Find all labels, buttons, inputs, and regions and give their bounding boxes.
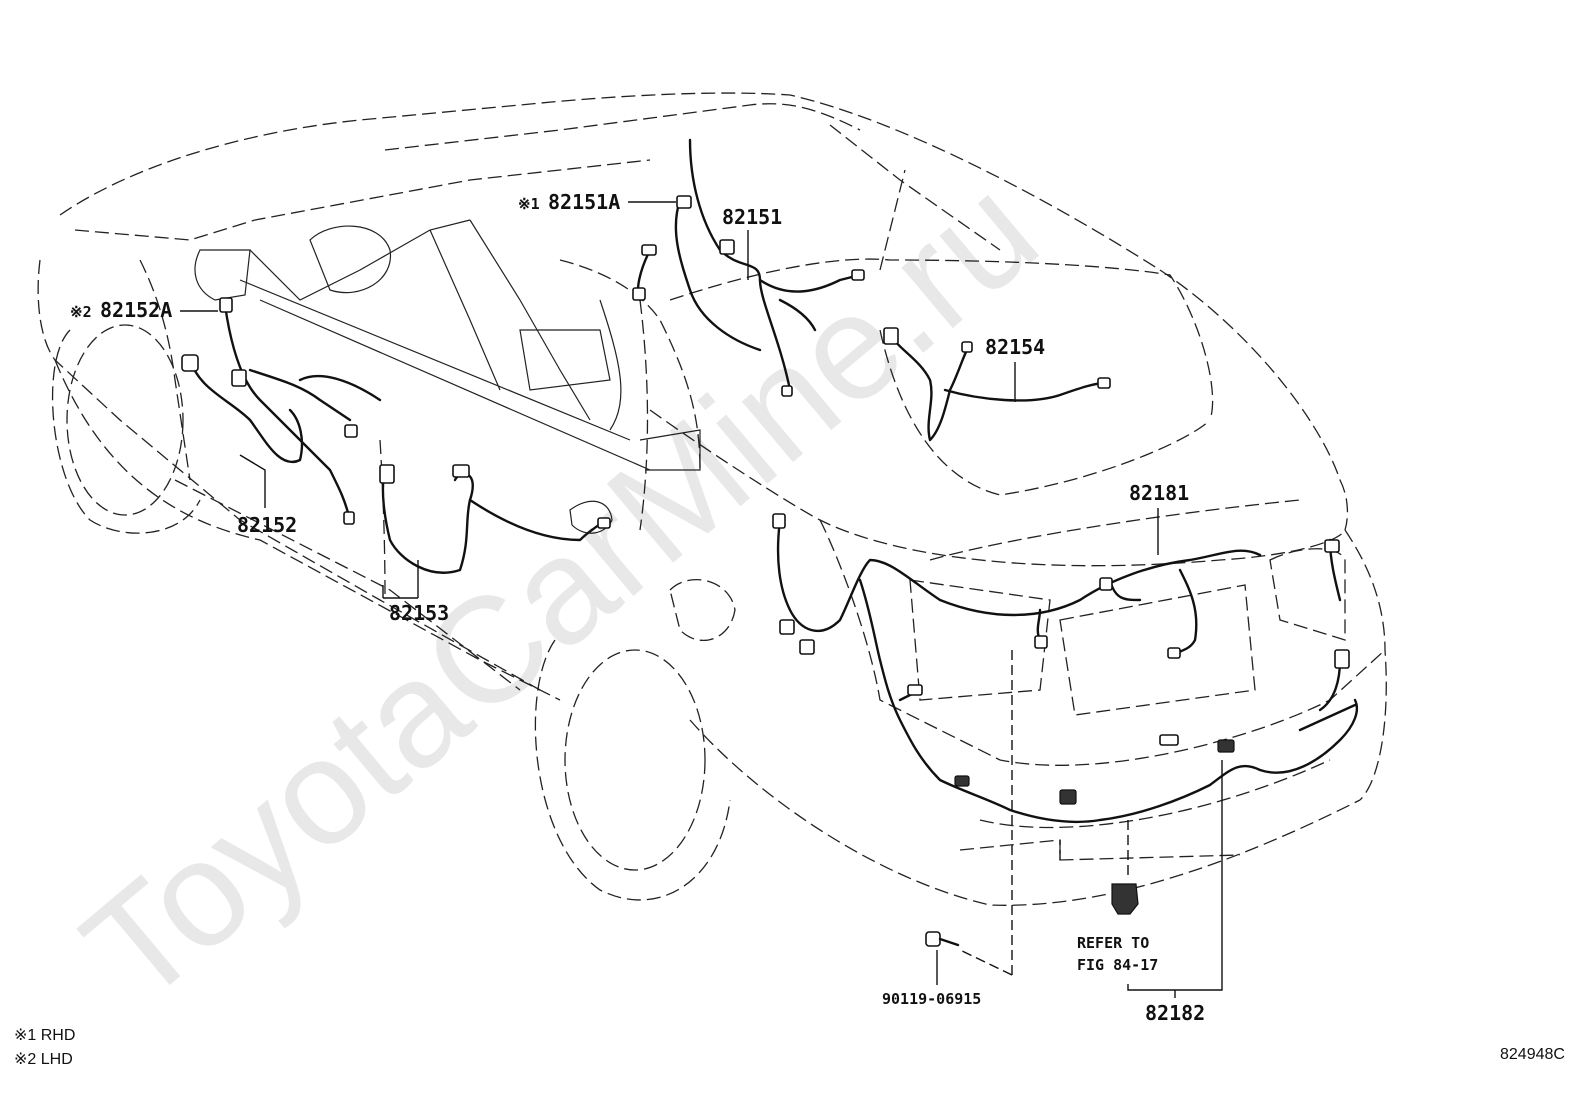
part-82152a-label: 82152A [100,298,172,322]
part-82151-label: 82151 [722,205,782,229]
note-mark-rhd: ※1 [518,195,540,213]
wire-harness-82154 [888,333,1107,442]
part-82152-label: 82152 [237,513,297,537]
part-82154-label: 82154 [985,335,1045,359]
part-labels: ※1 82151A 82151 ※2 82152A 82152 82153 82… [70,190,1205,1025]
bolt-part-number: 90119-06915 [882,990,981,1008]
note-mark-lhd: ※2 [70,303,92,321]
car-body-outline [37,92,1387,906]
wire-harness-82152 [188,303,382,522]
clip-icon [1111,883,1139,915]
legend-lhd: ※2 LHD [14,1051,73,1068]
part-82182-label: 82182 [1145,1001,1205,1025]
refer-note-line1: REFER TO [1077,934,1149,952]
part-82181-label: 82181 [1129,481,1189,505]
part-82153-label: 82153 [389,601,449,625]
part-82151a-label: 82151A [548,190,620,214]
legend: ※1 RHD ※2 LHD [14,1027,75,1068]
legend-rhd: ※1 RHD [14,1027,75,1044]
wire-harness-82182 [858,578,1359,824]
leader-lines [180,201,1223,998]
refer-note-line2: FIG 84-17 [1077,956,1158,974]
figure-code: 824948C [1500,1046,1565,1063]
bolt-icon [925,931,960,947]
connectors [181,195,1350,805]
interior-outline [194,219,701,534]
watermark: ToyotaCarMine.ru [53,145,1068,1035]
